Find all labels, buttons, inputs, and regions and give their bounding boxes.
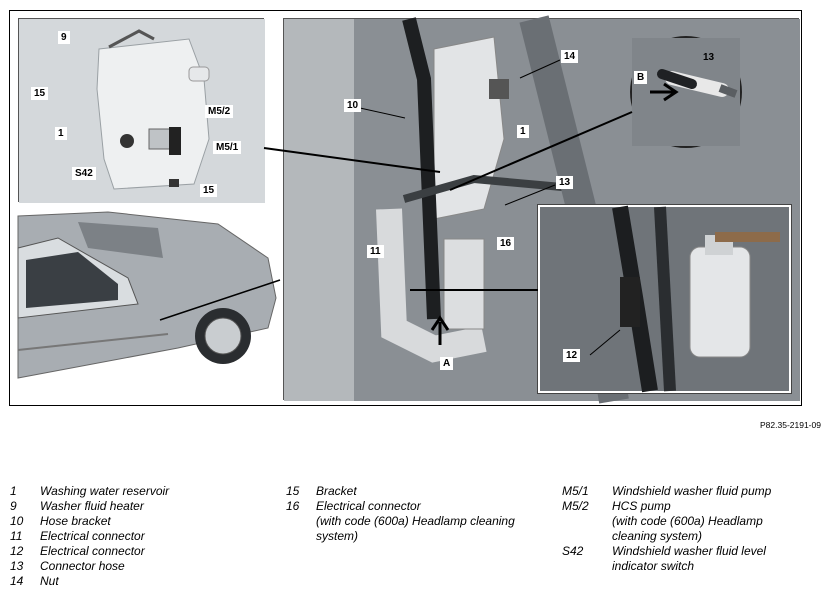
- legend-item: (with code (600a) Headlamp: [612, 514, 763, 528]
- callout-14: 14: [561, 50, 579, 63]
- car-location-photo: [17, 208, 280, 396]
- callout-m5-2: M5/2: [205, 105, 234, 118]
- leader-lines: [159, 59, 679, 356]
- legend-item: cleaning system): [612, 529, 703, 543]
- callout-15-bottom: 15: [200, 184, 218, 197]
- legend-item: system): [316, 529, 358, 543]
- callout-m5-1: M5/1: [213, 141, 242, 154]
- legend-item: indicator switch: [612, 559, 695, 573]
- callout-1-main: 1: [517, 125, 529, 138]
- callout-16: 16: [497, 237, 515, 250]
- callout-b: B: [634, 71, 648, 84]
- callout-13: 13: [556, 176, 574, 189]
- callout-1: 1: [55, 127, 67, 140]
- callout-15: 15: [31, 87, 49, 100]
- callout-s42: S42: [72, 167, 96, 180]
- connector-detail-photo: [537, 204, 792, 394]
- callout-12: 12: [563, 349, 581, 362]
- legend-item: (with code (600a) Headlamp cleaning: [316, 514, 515, 528]
- callout-11: 11: [367, 245, 384, 258]
- figure-reference: P82.35-2191-09: [760, 420, 821, 430]
- callout-13-inset: 13: [703, 52, 715, 63]
- callout-a: A: [440, 357, 454, 370]
- callout-10: 10: [344, 99, 362, 112]
- callout-9: 9: [58, 31, 70, 44]
